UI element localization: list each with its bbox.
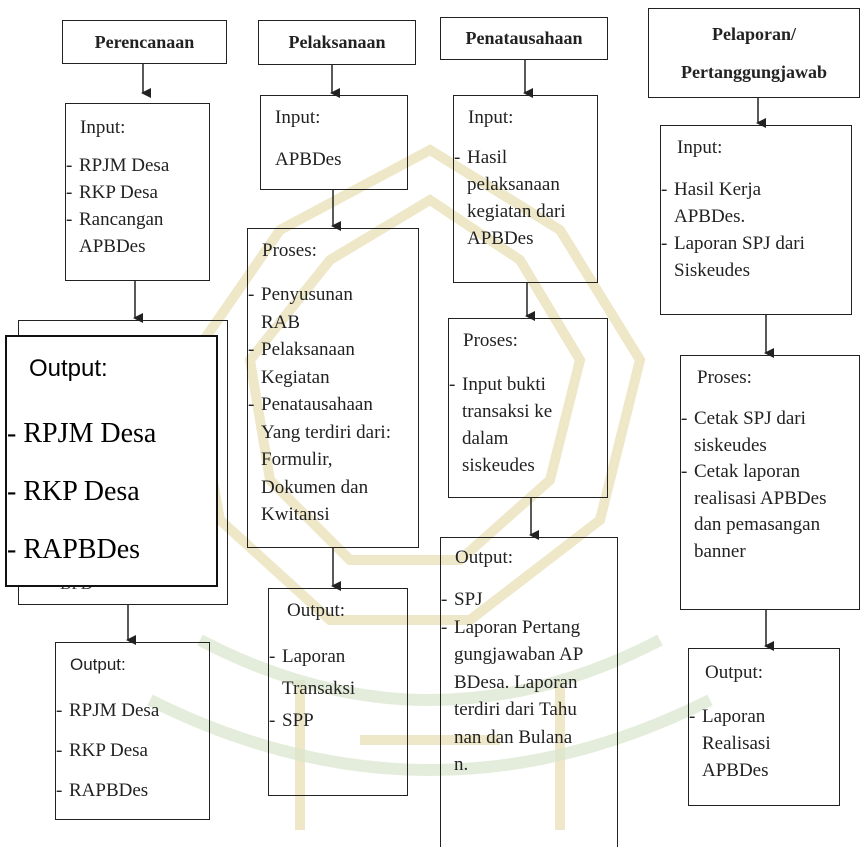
header-penatausahaan: Penatausahaan: [440, 17, 608, 60]
header-pelaksanaan: Pelaksanaan: [258, 20, 416, 65]
box-title: Output:: [70, 655, 126, 674]
list-item: Penatausahaan Yang terdiri dari: Formuli…: [248, 391, 411, 529]
list-item: Input bukti transaksi ke dalam siskeudes: [449, 371, 572, 479]
list-item: Penyusunan RAB: [248, 281, 381, 336]
output-overlay-box: Output: - RPJM Desa - RKP Desa - RAPBDes: [5, 335, 218, 587]
box-title: Output:: [705, 662, 764, 683]
box-title: Input:: [677, 137, 723, 158]
list-item: - RKP Desa: [7, 476, 140, 507]
list-item: SPP: [269, 705, 405, 737]
list-item: RPJM Desa: [56, 691, 206, 731]
list-item: Cetak SPJ dari siskeudes: [681, 406, 844, 459]
list-item: RKP Desa: [66, 179, 206, 206]
list-item: - RPJM Desa: [7, 418, 157, 449]
list-item: Laporan Transaksi: [269, 641, 362, 705]
header-pelaporan: Pelaporan/ Pertanggungjawab: [648, 8, 860, 98]
list-item: Hasil Kerja APBDes.: [661, 176, 794, 230]
box-title: Proses:: [697, 367, 752, 388]
list-item: RKP Desa: [56, 731, 206, 771]
pelaporan-proses-box: Proses: Cetak SPJ dari siskeudes Cetak l…: [680, 355, 860, 610]
list-item: Cetak laporan realisasi APBDes dan pemas…: [681, 459, 834, 565]
penatausahaan-output-box: Output: SPJ Laporan Pertanggungjawaban A…: [440, 537, 618, 847]
penatausahaan-input-box: Input: Hasil pelaksanaan kegiatan dari A…: [453, 95, 598, 283]
list-item: Laporan SPJ dari Siskeudes: [661, 230, 844, 284]
perencanaan-input-box: Input: RPJM Desa RKP Desa Rancangan APBD…: [65, 103, 210, 281]
box-title: Proses:: [463, 330, 518, 351]
overlay-title: Output:: [29, 355, 108, 382]
list-item: SPJ: [441, 586, 611, 614]
pelaporan-output-box: Output: Laporan Realisasi APBDes: [688, 648, 840, 806]
header-perencanaan: Perencanaan: [62, 20, 227, 64]
list-item: RPJM Desa: [66, 152, 206, 179]
list-item: Hasil pelaksanaan kegiatan dari APBDes: [454, 144, 585, 252]
pelaporan-input-box: Input: Hasil Kerja APBDes. Laporan SPJ d…: [660, 125, 852, 315]
list-item: - RAPBDes: [7, 534, 141, 565]
list-item: Pelaksanaan Kegiatan: [248, 336, 381, 391]
box-text: APBDes: [275, 149, 342, 170]
list-item: Rancangan APBDes: [66, 206, 206, 260]
box-title: Output:: [455, 547, 514, 568]
list-item: RAPBDes: [56, 771, 206, 811]
box-title: Proses:: [262, 240, 317, 261]
pelaksanaan-output-box: Output: Laporan Transaksi SPP: [268, 588, 408, 796]
pelaksanaan-proses-box: Proses: Penyusunan RAB Pelaksanaan Kegia…: [247, 228, 419, 548]
list-item: Laporan Realisasi APBDes: [689, 703, 792, 784]
box-title: Input:: [275, 107, 321, 128]
list-item: Laporan Pertanggungjawaban APBDesa. Lapo…: [441, 614, 584, 779]
box-title: Output:: [287, 600, 346, 621]
pelaksanaan-input-box: Input: APBDes: [260, 95, 408, 190]
penatausahaan-proses-box: Proses: Input bukti transaksi ke dalam s…: [448, 318, 608, 498]
perencanaan-output-box: Output: RPJM Desa RKP Desa RAPBDes: [55, 642, 210, 820]
box-title: Input:: [80, 117, 126, 138]
box-title: Input:: [468, 107, 514, 128]
